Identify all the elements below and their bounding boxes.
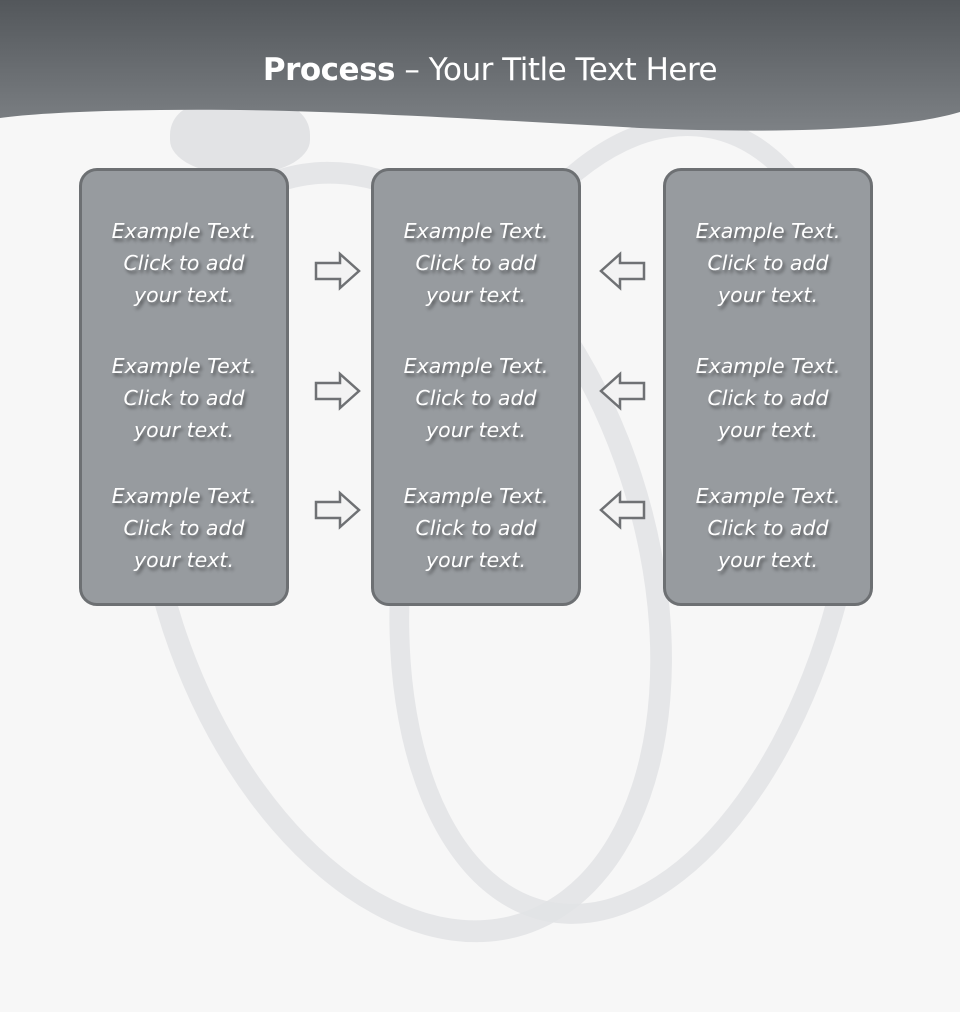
title-bold: Process [262,52,396,88]
background-diamond-image [170,105,310,175]
page-title: Process – Your Title Text Here [0,52,960,88]
arrow-right-icon [314,251,361,291]
arrow-right-icon [314,371,361,411]
arrow-left-icon [599,371,646,411]
title-banner: Process – Your Title Text Here [0,0,960,140]
arrow-right-icon [314,490,361,530]
arrow-left-icon [599,490,646,530]
arrow-left-icon [599,251,646,291]
title-text: – Your Title Text Here [395,52,718,88]
